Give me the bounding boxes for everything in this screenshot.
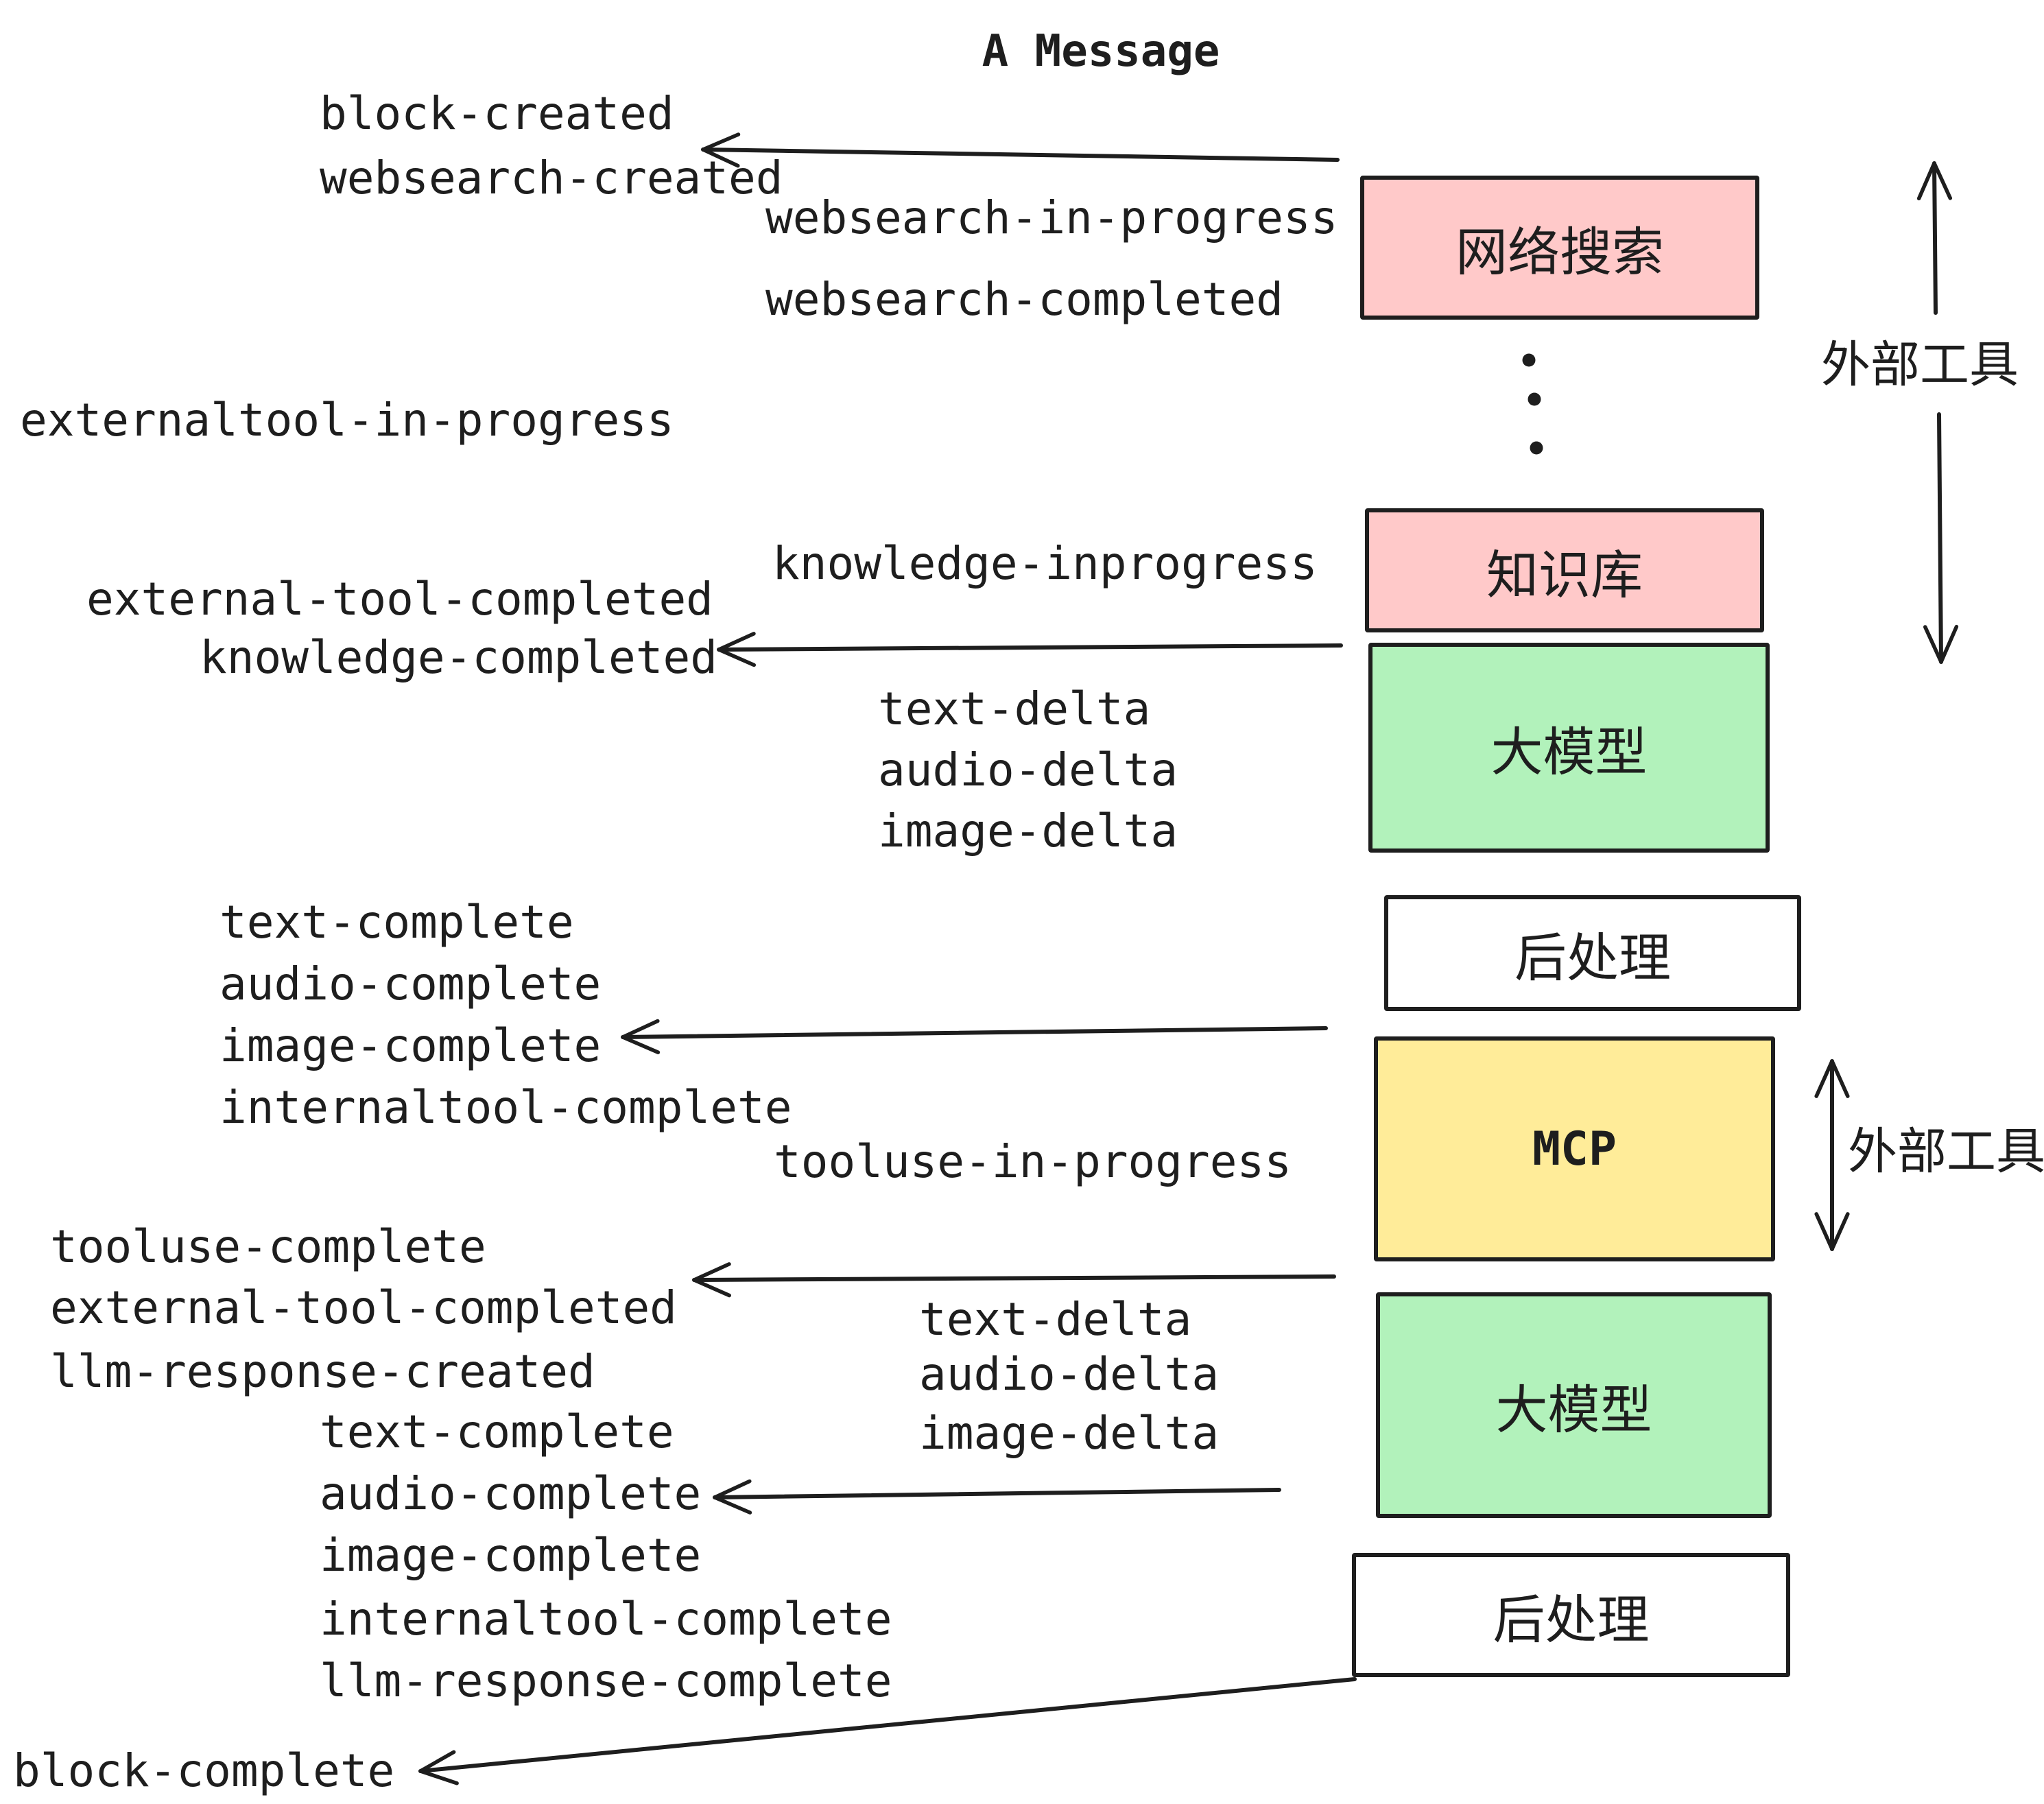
arrow-head [692, 1262, 731, 1282]
node-postprocess-1: 后处理 [1384, 895, 1801, 1011]
ellipsis-dot [1522, 353, 1536, 367]
arrow-head [692, 1278, 732, 1298]
node-postprocess-2: 后处理 [1352, 1553, 1790, 1677]
arrow-line [701, 147, 1340, 162]
node-llm-2: 大模型 [1376, 1292, 1772, 1518]
node-postprocess-2-label: 后处理 [1493, 1589, 1650, 1650]
node-mcp-label: MCP [1532, 1121, 1617, 1176]
node-postprocess-1-label: 后处理 [1514, 927, 1671, 988]
event-image-delta-2: image-delta [919, 1407, 1220, 1460]
arrow-head [1830, 1212, 1850, 1251]
ellipsis-dot [1530, 441, 1543, 455]
arrow-head [717, 648, 757, 667]
event-knowledge-completed: knowledge-completed [200, 631, 717, 684]
diagram-title: A Message [982, 26, 1220, 77]
arrow-head [1939, 624, 1959, 664]
event-audio-delta-2: audio-delta [919, 1348, 1220, 1401]
arrow-head [701, 132, 741, 152]
event-external-tool-completed: external-tool-completed [86, 573, 713, 626]
event-externaltool-in-progress: externaltool-in-progress [20, 394, 674, 447]
event-text-complete-2: text-complete [320, 1405, 674, 1458]
event-audio-delta: audio-delta [878, 744, 1178, 796]
arrow-head [701, 147, 740, 168]
arrow-head [1932, 161, 1953, 200]
arrow-head [713, 1479, 752, 1499]
node-llm-1-label: 大模型 [1490, 722, 1648, 783]
node-mcp: MCP [1374, 1036, 1775, 1261]
event-llm-response-complete: llm-response-complete [320, 1654, 892, 1707]
external-tools-label-middle: 外部工具 [1847, 1122, 2044, 1180]
arrow-head [1923, 625, 1943, 664]
event-text-delta: text-delta [878, 683, 1151, 735]
node-websearch: 网络搜索 [1360, 176, 1759, 320]
event-block-complete: block-complete [13, 1744, 395, 1797]
event-text-complete: text-complete [219, 896, 574, 949]
event-image-complete: image-complete [219, 1019, 602, 1072]
node-knowledge-base: 知识库 [1365, 508, 1764, 632]
external-tools-label-top: 外部工具 [1820, 335, 2019, 394]
event-block-created: block-created [320, 87, 674, 140]
event-audio-complete-2: audio-complete [320, 1467, 702, 1520]
event-external-tool-completed-2: external-tool-completed [50, 1281, 677, 1334]
arrow-head [1814, 1059, 1834, 1098]
event-websearch-in-progress: websearch-in-progress [765, 191, 1338, 244]
node-knowledge-base-label: 知识库 [1486, 544, 1643, 606]
arrow-head [418, 1769, 459, 1785]
arrow-line [713, 1488, 1281, 1499]
event-websearch-created: websearch-created [320, 152, 783, 204]
arrow-head [418, 1750, 456, 1773]
arrow-head [717, 632, 756, 652]
arrow-line [418, 1677, 1357, 1773]
event-tooluse-complete: tooluse-complete [50, 1220, 486, 1273]
arrow-line [717, 643, 1343, 652]
arrow-line [621, 1026, 1328, 1039]
event-knowledge-inprogress: knowledge-inprogress [772, 537, 1318, 590]
event-image-delta: image-delta [878, 805, 1178, 857]
node-llm-2-label: 大模型 [1495, 1379, 1652, 1440]
arrow-line [1937, 412, 1943, 664]
arrow-line [1932, 161, 1938, 315]
event-audio-complete: audio-complete [219, 958, 602, 1010]
node-websearch-label: 网络搜索 [1455, 222, 1664, 283]
event-text-delta-2: text-delta [919, 1293, 1192, 1346]
arrow-head [1830, 1059, 1850, 1098]
event-internaltool-complete-2: internaltool-complete [320, 1593, 892, 1646]
event-tooluse-in-progress: tooluse-in-progress [774, 1135, 1292, 1188]
event-websearch-completed: websearch-completed [765, 273, 1283, 326]
event-llm-response-created: llm-response-created [50, 1345, 595, 1398]
arrow-head [1814, 1212, 1834, 1251]
arrow-head [1916, 161, 1936, 201]
ellipsis-dot [1528, 392, 1541, 406]
event-internaltool-complete: internaltool-complete [219, 1081, 792, 1134]
arrow-head [713, 1495, 752, 1515]
arrow-line [692, 1274, 1336, 1282]
node-llm-1: 大模型 [1368, 643, 1770, 853]
event-image-complete-2: image-complete [320, 1529, 702, 1582]
arrow-head [621, 1035, 661, 1054]
arrow-head [621, 1019, 660, 1039]
